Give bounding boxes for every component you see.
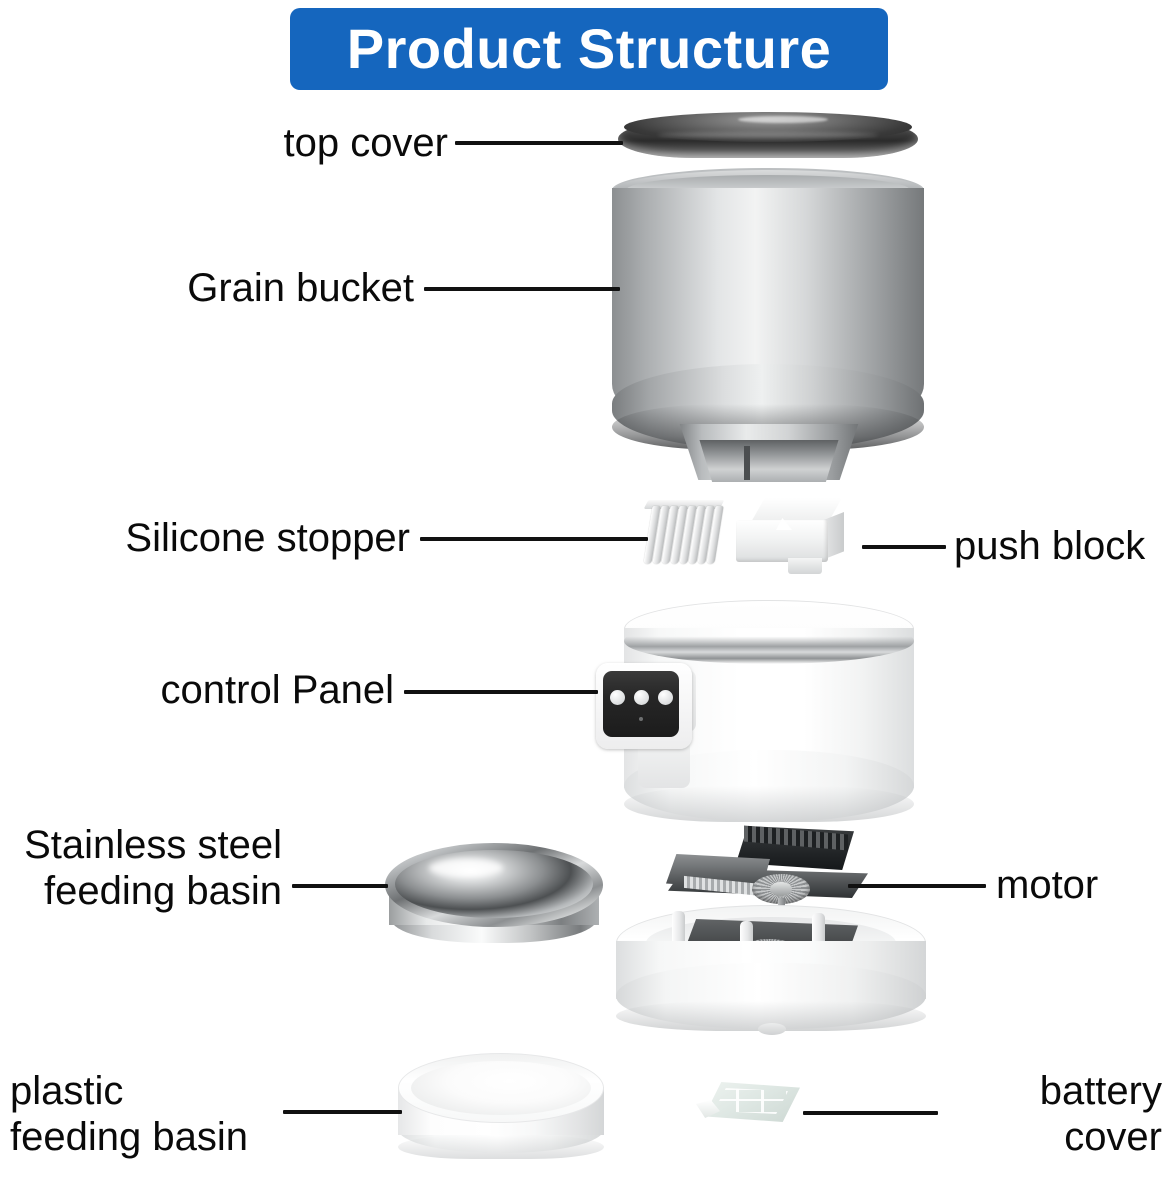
grain-bucket-chute-inner [699, 440, 839, 482]
label-motor: motor [996, 863, 1099, 907]
push-block-tab [788, 558, 822, 574]
leader-line-motor [848, 884, 986, 888]
part-silicone-stopper [640, 496, 726, 572]
leader-line-top-cover [455, 141, 623, 145]
battery-cover-grid [714, 1088, 788, 1114]
motor-gear-hub [770, 882, 792, 896]
grain-bucket-chute-slot [744, 446, 750, 480]
label-battery-cover-line1: battery [1039, 1069, 1162, 1113]
part-push-block [736, 498, 844, 576]
part-battery-cover [694, 1078, 814, 1134]
control-panel-button[interactable] [634, 690, 649, 705]
label-push-block: push block [954, 524, 1146, 568]
control-panel-button[interactable] [658, 690, 673, 705]
top-cover-highlight [738, 116, 828, 123]
label-stainless-steel-feeding-basin-line2: feeding basin [44, 869, 282, 913]
label-stainless-steel-feeding-basin: Stainless steel feeding basin [0, 822, 282, 914]
label-stainless-steel-feeding-basin-line1: Stainless steel [24, 823, 282, 867]
label-plastic-feeding-basin-line1: plastic [10, 1069, 124, 1113]
top-cover-highlight-secondary [658, 132, 878, 138]
part-grain-bucket [612, 168, 924, 482]
label-silicone-stopper: Silicone stopper [125, 516, 410, 560]
part-top-cover [618, 112, 918, 162]
leader-line-grain-bucket [424, 287, 620, 291]
label-plastic-feeding-basin-line2: feeding basin [10, 1115, 248, 1159]
leader-line-battery-cover [803, 1111, 938, 1115]
part-control-panel [596, 663, 692, 749]
base-unit-foot [758, 1023, 786, 1035]
leader-line-plastic-feeding-basin [283, 1110, 402, 1114]
label-grain-bucket: Grain bucket [187, 266, 414, 310]
label-battery-cover: battery cover [930, 1068, 1170, 1160]
plastic-basin-shading [398, 1135, 604, 1159]
leader-line-control-panel [404, 690, 598, 694]
page-title: Product Structure [346, 17, 832, 80]
plastic-basin-interior [411, 1061, 591, 1115]
part-plastic-feeding-basin [398, 1053, 604, 1159]
leader-line-stainless-steel-feeding-basin [292, 884, 388, 888]
label-top-cover: top cover [283, 121, 448, 165]
leader-line-push-block [862, 545, 946, 549]
page-title-banner: Product Structure [290, 8, 888, 90]
label-battery-cover-line2: cover [1064, 1115, 1162, 1159]
leader-line-silicone-stopper [420, 537, 648, 541]
label-plastic-feeding-basin: plastic feeding basin [0, 1068, 275, 1160]
main-body-shading [624, 786, 914, 822]
steel-basin-highlight [429, 859, 503, 877]
part-stainless-steel-feeding-basin [385, 843, 603, 947]
label-control-panel: control Panel [160, 668, 394, 712]
control-panel-indicator-led [639, 717, 643, 721]
steel-basin-interior [395, 850, 593, 918]
main-body-chrome-ring [624, 618, 914, 664]
part-base-unit [616, 905, 926, 1035]
control-panel-button[interactable] [610, 690, 625, 705]
